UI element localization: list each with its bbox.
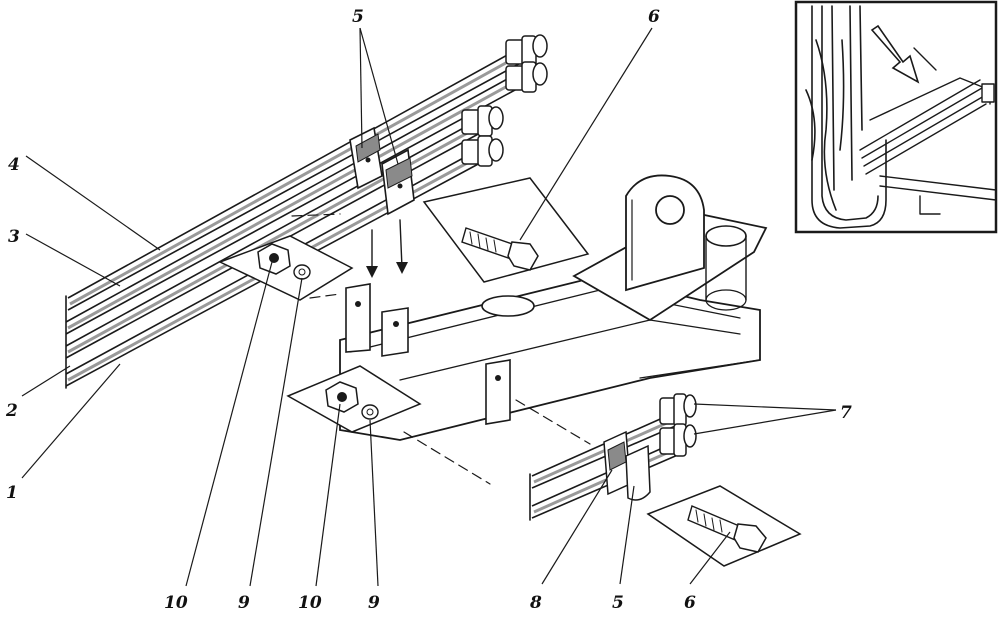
nut-panel-lower [286, 365, 422, 433]
inset-pipes-icon [859, 77, 995, 175]
inset-view [794, 0, 998, 234]
union-fitting-icon [461, 34, 548, 167]
clamp-icon [625, 444, 651, 501]
callout-8: 8 [529, 593, 542, 613]
callout-6-top: 6 [648, 7, 660, 27]
callout-3: 3 [8, 227, 20, 247]
hex-nut-icon [325, 381, 359, 413]
callout-4: 4 [8, 155, 20, 175]
pipe-4 [67, 47, 527, 311]
bolt-icon [687, 505, 767, 553]
nut-panel-upper [218, 235, 354, 301]
lug [625, 174, 705, 292]
inset-frame-rails-icon [805, 5, 887, 229]
callout-10-b: 10 [298, 593, 322, 613]
inset-arrow-icon [870, 24, 937, 84]
callout-labels: 4 3 2 1 5 6 7 10 9 10 9 8 5 6 [5, 7, 852, 613]
bracket-arm [339, 275, 761, 441]
pipe-3 [65, 71, 527, 335]
callout-5-bottom: 5 [612, 593, 624, 613]
callout-9-a: 9 [238, 593, 250, 613]
callout-1: 1 [6, 483, 18, 503]
callout-2: 2 [5, 401, 18, 421]
callout-9-b: 9 [368, 593, 380, 613]
callout-7: 7 [840, 403, 852, 423]
bolt-icon [461, 227, 539, 271]
callout-6-bottom: 6 [684, 593, 696, 613]
hex-nut-icon [257, 243, 291, 275]
callout-5-top: 5 [352, 7, 364, 27]
tube-boss [705, 225, 747, 247]
pipe-pair-lower [529, 393, 697, 521]
leader-lines [21, 27, 837, 587]
inset-crossbar-icon [879, 175, 997, 215]
union-fitting-icon [659, 393, 697, 457]
clamp-icon [349, 126, 415, 216]
assembly-arrow-icon [366, 219, 408, 278]
bolt-panel-lower [646, 485, 802, 567]
callout-10-a: 10 [164, 593, 188, 613]
bracket-assembly [339, 174, 768, 441]
washer-icon [293, 264, 311, 280]
bracket-tabs [345, 283, 511, 425]
guide-lines [291, 213, 591, 485]
washer-icon [361, 404, 379, 420]
bolt-panel-upper [422, 177, 590, 283]
